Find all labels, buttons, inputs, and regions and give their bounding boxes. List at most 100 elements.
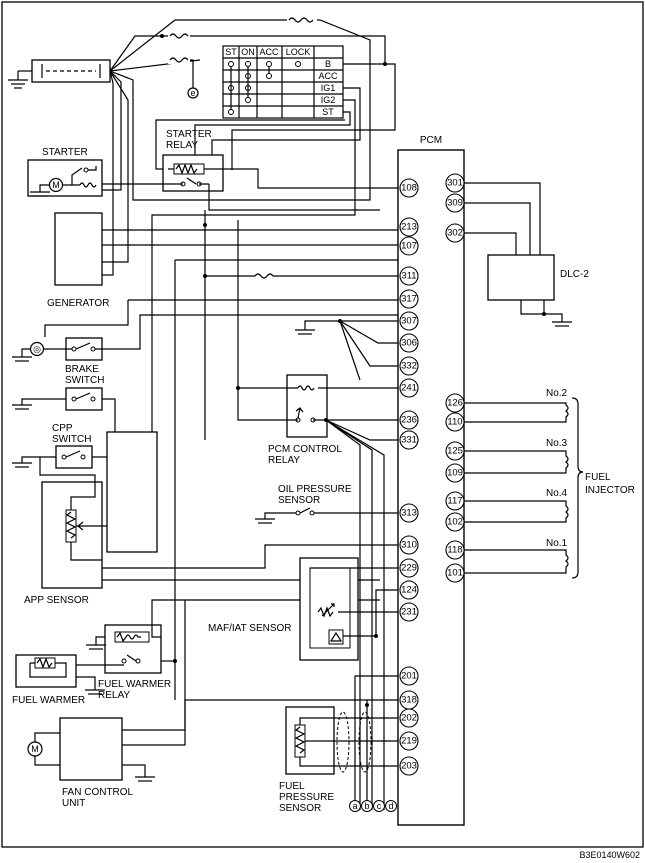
pin-108: 108 [399,178,419,198]
pin-201: 201 [399,666,419,686]
figure-code: B3E0140W602 [579,850,640,860]
pcm-left-pins: 108 213 107 311 317 307 306 332 241 236 … [399,178,419,776]
shield-c-label: c [377,801,382,811]
svg-text:302: 302 [447,228,463,239]
pin-302: 302 [445,223,465,243]
pin-241: 241 [399,378,419,398]
fuse-2 [168,56,190,64]
fuse-3 [254,273,274,279]
ign-pos-lock: LOCK [286,47,311,57]
svg-text:310: 310 [401,540,417,551]
ign-term-ig2: IG2 [321,95,336,105]
fan-motor-icon: M [27,732,60,766]
pin-107: 107 [399,236,419,256]
pcm-control-relay-label-1: PCM CONTROL [268,444,342,455]
svg-text:125: 125 [447,446,463,457]
svg-text:311: 311 [401,271,416,282]
starter-relay-label-2: RELAY [166,140,198,151]
fan-control-unit [59,717,123,781]
starter: M [27,159,103,197]
connector-e-label: e [190,88,195,98]
pin-124: 124 [399,580,419,600]
cpp-switch [21,445,107,469]
fan-control-unit-label-2: UNIT [62,798,85,809]
svg-text:201: 201 [401,671,417,682]
pin-301: 301 [445,173,465,193]
pin-310: 310 [399,535,419,555]
ground-symbol [12,356,32,362]
brake-switch-label-1: BRAKE [65,364,99,375]
battery-symbol [17,59,111,83]
fuse-1 [168,32,190,40]
ground-symbol [12,404,32,410]
injector-no2-label: No.2 [546,388,568,399]
pin-213: 213 [399,217,419,237]
svg-text:202: 202 [401,713,417,724]
svg-text:117: 117 [447,496,462,507]
svg-text:231: 231 [401,607,417,618]
svg-text:306: 306 [401,338,417,349]
ign-pos-st: ST [225,47,237,57]
starter-relay-label-1: STARTER [166,129,212,140]
cpp-switch-label-1: CPP [52,423,73,434]
pin-332: 332 [399,356,419,376]
svg-text:203: 203 [401,761,417,772]
shield-a-label: a [352,801,357,811]
pin-219: 219 [399,731,419,751]
ground-symbol [135,776,155,782]
dlc2 [487,254,555,301]
svg-text:102: 102 [447,517,463,528]
maf-iat-sensor-label: MAF/IAT SENSOR [208,623,292,634]
fuel-pressure-sensor-label-3: SENSOR [279,803,321,814]
svg-text:219: 219 [401,736,417,747]
switch-2 [21,387,116,432]
starter-relay [162,154,224,192]
brake-switch-label-2: SWITCH [65,375,104,386]
pin-102: 102 [445,512,465,532]
svg-text:229: 229 [401,563,417,574]
ign-term-acc: ACC [318,71,338,81]
injector-no3-label: No.3 [546,438,568,449]
ign-term-ig1: IG1 [321,83,336,93]
pin-110: 110 [445,412,465,432]
fuel-injector-label-1: FUEL [585,472,611,483]
ign-term-st: ST [322,107,334,117]
svg-text:124: 124 [401,585,417,596]
ground-symbol [12,462,32,468]
svg-text:109: 109 [447,468,463,479]
pin-203: 203 [399,756,419,776]
ground-symbol [295,329,315,335]
ground-symbol [552,321,572,327]
pcm-box [397,149,465,826]
app-sensor [41,481,103,589]
connector-e [187,87,199,99]
diagram-border [1,1,644,848]
ign-term-b: B [325,59,331,69]
svg-text:M: M [31,744,39,754]
svg-text:317: 317 [401,294,417,305]
svg-text:◎: ◎ [33,344,41,354]
injector-brace [571,397,584,579]
cpp-switch-label-2: SWITCH [52,434,91,445]
pcm-control-relay-label-2: RELAY [268,455,300,466]
svg-text:118: 118 [447,545,462,556]
brake-switch: ◎ [21,314,398,361]
svg-text:332: 332 [401,361,417,372]
ignition-switch: ST ON ACC LOCK B ACC IG1 IG2 ST [222,45,344,119]
svg-text:101: 101 [447,568,463,579]
pcm-title: PCM [420,135,442,146]
ign-pos-on: ON [241,47,255,57]
pin-231: 231 [399,602,419,622]
pin-331: 331 [399,430,419,450]
svg-text:110: 110 [447,417,462,428]
injector-no4-label: No.4 [546,488,568,499]
oil-pressure-sensor [264,507,398,519]
shield-connectors: a b c d [349,800,397,812]
injector-no3 [464,450,569,474]
pin-101: 101 [445,563,465,583]
injector-no4 [464,500,569,523]
fuse-main [287,16,317,24]
pin-236: 236 [399,410,419,430]
pin-125: 125 [445,441,465,461]
